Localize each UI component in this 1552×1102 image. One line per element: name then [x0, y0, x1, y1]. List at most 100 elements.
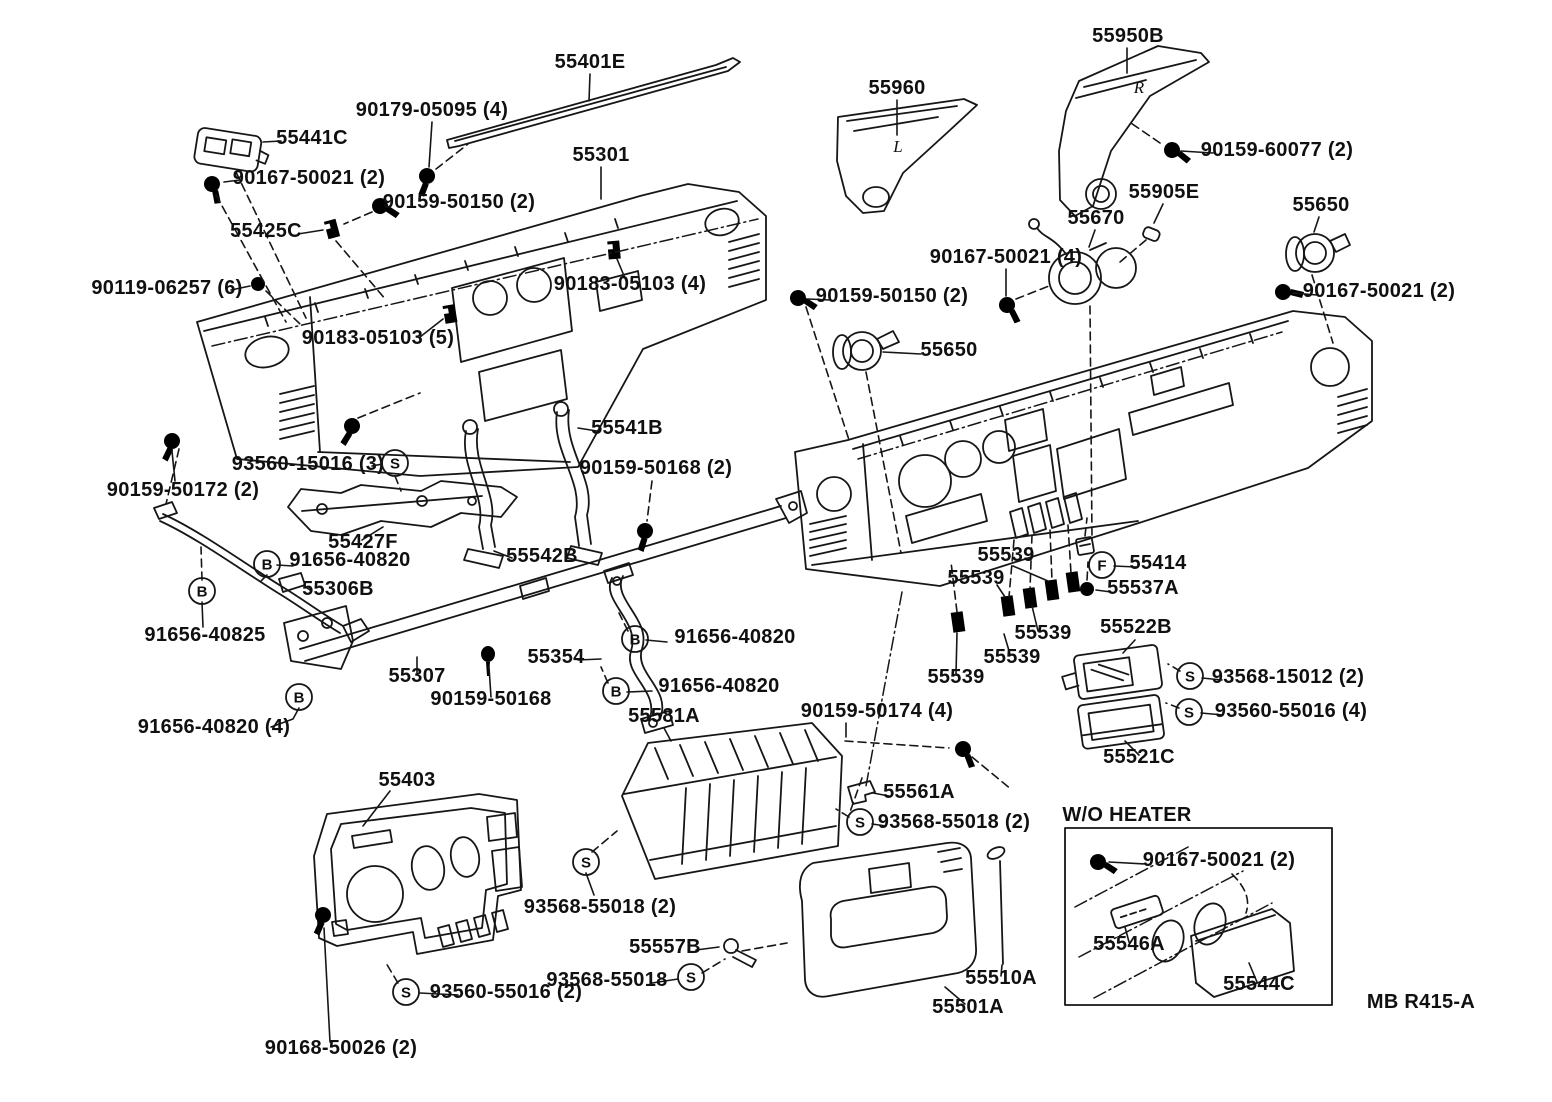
part-right-instrument-panel [794, 310, 1373, 587]
part-ref-label: 55561A [883, 781, 955, 803]
part-ref-label: 90167-50021 (4) [930, 246, 1082, 268]
screw-icon [159, 431, 182, 464]
part-ref-label: 55950B [1092, 25, 1164, 47]
part-ref-label: 91656-40820 [289, 549, 410, 571]
screw-icon [951, 737, 982, 771]
screw-icon [337, 415, 363, 449]
part-ref-label: 55650 [920, 339, 977, 361]
part-ref-label: 93568-55018 (2) [878, 811, 1030, 833]
part-55401e-windshield-molding [446, 57, 741, 149]
part-ref-label: MB R415-A [1367, 991, 1475, 1013]
part-ref-label: 90159-50174 (4) [801, 700, 953, 722]
marker-circle [572, 848, 600, 876]
marker-letter: B [630, 632, 641, 649]
part-ref-label: 90168-50026 (2) [265, 1037, 417, 1059]
part-55501a-glove-box-door [799, 841, 977, 998]
marker-circle [1175, 698, 1203, 726]
part-55403-cluster-finish-panel [313, 793, 523, 955]
part-ref-label: 91656-40820 (4) [138, 716, 290, 738]
circled-letter-marker: B [285, 683, 313, 711]
part-ref-label: 55306B [302, 578, 374, 600]
part-ref-label: 55557B [629, 936, 701, 958]
part-ref-label: 55521C [1103, 746, 1175, 768]
marker-letter: B [611, 684, 622, 701]
part-55905e-bulb [1142, 226, 1161, 242]
part-ref-label: 55905E [1129, 181, 1200, 203]
screw-icon [201, 173, 229, 207]
inset-construction-lines [1074, 845, 1273, 999]
circled-letter-marker: B [188, 577, 216, 605]
part-ref-label: 55354 [527, 646, 585, 668]
part-ref-label: 55425C [230, 220, 302, 242]
part-ref-label: 55960 [868, 77, 925, 99]
marker-circle [188, 577, 216, 605]
part-ref-label: 90167-50021 (2) [1143, 849, 1295, 871]
circled-letter-marker: S [677, 963, 705, 991]
part-ref-label: 55541B [591, 417, 663, 439]
part-ref-label: 55427F [328, 531, 398, 553]
part-ref-label: 90167-50021 (2) [1303, 280, 1455, 302]
circled-letter-marker: B [602, 677, 630, 705]
marker-letter: S [686, 970, 696, 987]
part-ref-label: 55542B [506, 545, 578, 567]
part-55541b-bracket [553, 401, 603, 566]
labels-layer: 55401E 90179-05095 (4) 55441C 90167-50021 (… [91, 25, 1475, 1059]
marker-letter: B [294, 690, 305, 707]
part-ref-label: 93560-55016 (2) [430, 981, 582, 1003]
part-55301-instrument-panel [196, 183, 767, 477]
part-ref-label: 55670 [1067, 207, 1124, 229]
circled-letter-marker: S [1175, 698, 1203, 726]
part-ref-label: 55539 [947, 567, 1004, 589]
marker-letter: S [390, 456, 400, 473]
part-ref-label: 93568-15012 (2) [1212, 666, 1364, 688]
part-55960-defroster-duct [836, 98, 978, 214]
clip-icon [607, 240, 621, 260]
part-ref-label: 93568-55018 [546, 969, 667, 991]
part-ref-label: 55544C [1223, 973, 1295, 995]
part-ref-label: 55441C [276, 127, 348, 149]
marker-circle [602, 677, 630, 705]
part-letters-layer: RL [892, 78, 1145, 156]
circled-letter-marker: S [1176, 662, 1204, 690]
part-ref-label: 55510A [965, 967, 1037, 989]
part-ref-label: 91656-40820 [674, 626, 795, 648]
part-55546a-plate [1110, 894, 1164, 930]
part-ref-label: 90183-05103 (5) [302, 327, 454, 349]
part-55670-heater-control [1028, 218, 1137, 305]
screw-icon [995, 293, 1027, 327]
leader-lines [171, 47, 1320, 1043]
screw-icon [1161, 139, 1195, 167]
part-ref-label: 55401E [555, 51, 626, 73]
part-55521c-box [1077, 694, 1165, 750]
part-ref-label: 90119-06257 (6) [91, 277, 242, 299]
marker-circle [381, 449, 409, 477]
part-ref-label: 90159-50172 (2) [107, 479, 259, 501]
part-ref-label: 55539 [983, 646, 1040, 668]
part-ref-label: 55546A [1093, 933, 1165, 955]
marker-letter: F [1097, 558, 1106, 575]
part-55542b-bracket [462, 419, 504, 569]
part-ref-label: 90159-50150 (2) [816, 285, 968, 307]
part-ref-label: 90159-50168 (2) [580, 457, 732, 479]
part-stamp-letter: R [1133, 78, 1145, 97]
construction-lines [211, 218, 1283, 787]
screw-icon [1087, 851, 1121, 877]
part-55441c-grille [193, 127, 270, 173]
marker-circle [621, 625, 649, 653]
part-ref-label: 55301 [572, 144, 629, 166]
clip-icon [442, 304, 458, 324]
part-ref-label: 90167-50021 (2) [233, 167, 385, 189]
part-ref-label: 55522B [1100, 616, 1172, 638]
marker-letter: B [262, 557, 273, 574]
part-55414-clip [1075, 536, 1095, 556]
marker-circle [1088, 551, 1116, 579]
part-ref-label: 91656-40820 [658, 675, 779, 697]
part-ref-label: W/O HEATER [1062, 804, 1192, 826]
part-ref-label: 93560-15016 (3) [232, 453, 384, 475]
part-55307-reinforcement-bar [283, 490, 808, 670]
marker-circle [392, 978, 420, 1006]
marker-circle [846, 808, 874, 836]
part-ref-label: 90179-05095 (4) [356, 99, 508, 121]
